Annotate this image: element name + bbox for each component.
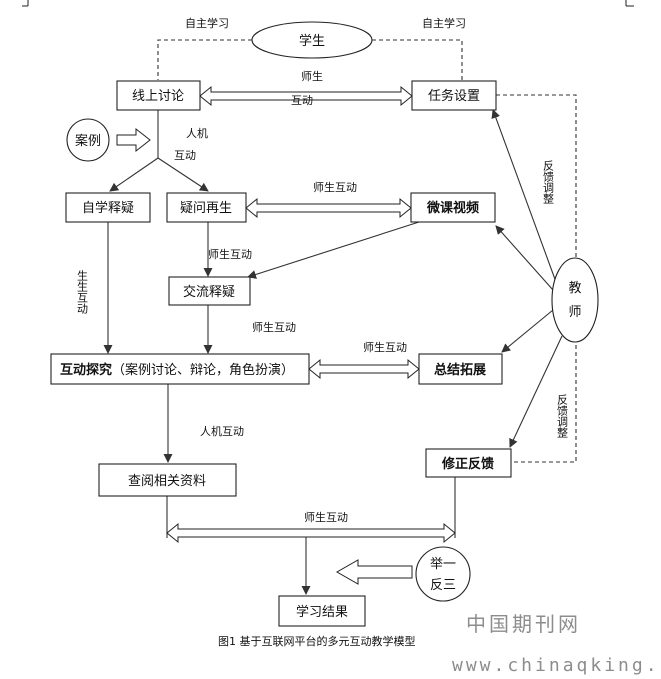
teacher-student-interaction-4: 师生互动 [363, 340, 407, 354]
student-student-interaction-vertical: 生生互动 [76, 269, 89, 314]
online-discussion-label: 线上讨论 [132, 89, 184, 104]
exchange-doubt-label: 交流释疑 [183, 284, 235, 300]
teacher-student-label-1: 师生 [301, 69, 323, 83]
analogy-node [415, 546, 471, 602]
self-study-label-left: 自主学习 [185, 16, 229, 30]
figure-caption: 图1 基于互联网平台的多元互动教学模型 [218, 634, 416, 648]
interactive-explore-label: 互动探究（案例讨论、辩论，角色扮演） [60, 362, 294, 378]
online-discussion-box [116, 80, 201, 111]
teacher-student-interaction-2: 师生互动 [208, 247, 252, 261]
arrow-teacher-to-task [491, 109, 557, 283]
summary-expand-box [418, 353, 503, 385]
revise-feedback-box [425, 448, 512, 478]
double-arrow-explore-summary [308, 358, 420, 380]
analogy-label-2: 反三 [430, 578, 456, 593]
analogy-hollow-arrow [335, 559, 413, 585]
self-study-doubt-label: 自学释疑 [82, 200, 134, 216]
teacher-node [551, 257, 599, 343]
teacher-label-1: 教 [568, 280, 581, 296]
teacher-student-interaction-5: 师生互动 [304, 510, 348, 524]
interactive-explore-rest: （案例讨论、辩论，角色扮演） [112, 362, 294, 378]
interactive-explore-box [50, 353, 310, 385]
self-study-link-right [372, 39, 463, 80]
teacher-student-interaction-3: 师生互动 [252, 320, 296, 334]
teacher-label-2: 师 [568, 305, 581, 320]
review-material-label: 查阅相关资料 [128, 474, 206, 489]
analogy-label-1: 举一 [430, 557, 456, 572]
interaction-label-1: 互动 [291, 94, 313, 107]
double-arrow-question-video [245, 197, 412, 219]
case-node [66, 118, 110, 162]
page-corner-marks [22, 0, 634, 7]
interactive-explore-bold: 互动探究 [60, 362, 112, 378]
learning-result-box [278, 595, 366, 627]
feedback-loop-top [496, 94, 577, 262]
human-machine-label-1: 人机 [186, 126, 208, 140]
arrow-teacher-to-revise [509, 335, 563, 448]
micro-video-box [410, 192, 496, 223]
watermark-cn: 中国期刊网 [466, 612, 581, 636]
arrow-video-to-exchange [247, 221, 420, 279]
arrow-to-self-study [109, 157, 159, 192]
human-machine-interaction-label: 人机互动 [200, 424, 244, 438]
double-arrow-review-revise [166, 522, 456, 544]
case-label: 案例 [75, 134, 101, 149]
arrow-teacher-to-video [495, 225, 554, 291]
self-study-link-left [157, 39, 252, 80]
learning-result-label: 学习结果 [296, 604, 348, 620]
interaction-label-2: 互动 [174, 149, 196, 162]
question-again-box [166, 192, 247, 223]
question-again-label: 疑问再生 [180, 200, 232, 216]
micro-video-label: 微课视频 [426, 200, 479, 216]
arrow-teacher-to-summary [501, 309, 554, 353]
task-setting-box [411, 80, 497, 111]
teacher-student-interaction-1: 师生互动 [313, 180, 357, 194]
review-material-box [98, 463, 237, 497]
self-study-doubt-box [65, 192, 151, 223]
feedback-loop-bottom [511, 345, 577, 463]
student-label: 学生 [299, 33, 325, 49]
feedback-adjust-upper-vertical: 反馈调整 [542, 160, 555, 204]
watermark-url: www.chinaqking.com [452, 655, 661, 676]
summary-expand-label: 总结拓展 [434, 362, 487, 378]
task-setting-label: 任务设置 [428, 88, 480, 104]
arrow-to-question-again [157, 157, 209, 192]
self-study-label-right: 自主学习 [422, 16, 466, 30]
feedback-adjust-lower-vertical: 反馈调整 [556, 394, 569, 438]
exchange-doubt-box [168, 276, 251, 306]
student-node [251, 21, 373, 59]
case-hollow-arrow [116, 127, 151, 153]
revise-feedback-label: 修正反馈 [441, 456, 494, 472]
